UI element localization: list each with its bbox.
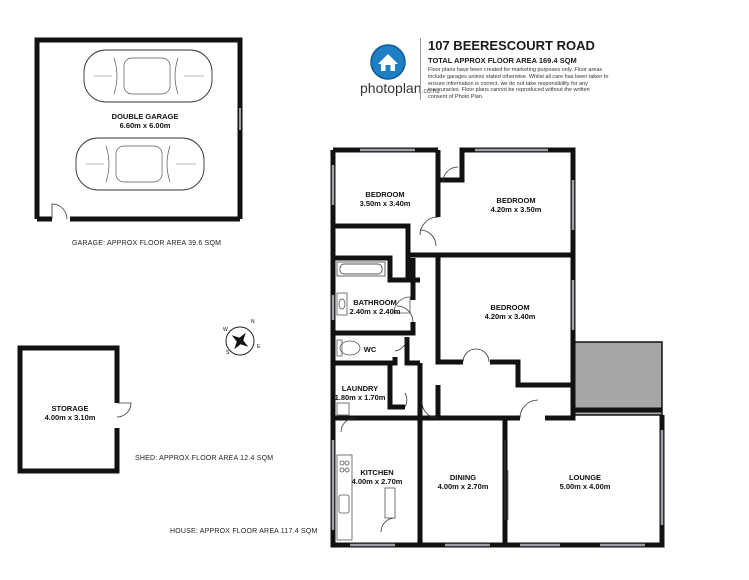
storage-label: STORAGE 4.00m x 3.10m xyxy=(30,404,110,422)
garage-door-swing xyxy=(51,203,68,220)
wc-label: WC xyxy=(358,345,382,354)
dining-name: DINING xyxy=(449,473,477,482)
dining-label: DINING 4.00m x 2.70m xyxy=(428,473,498,491)
compass-w: W xyxy=(223,327,228,333)
bathtub xyxy=(336,261,386,277)
compass-s: S xyxy=(226,350,230,356)
laundry-label: LAUNDRY 1.80m x 1.70m xyxy=(325,384,395,402)
compass-e: E xyxy=(257,344,261,350)
bathroom-size: 2.40m x 2.40m xyxy=(349,307,401,316)
bedroom3-label: BEDROOM 4.20m x 3.40m xyxy=(470,303,550,321)
house-windows xyxy=(331,148,664,547)
bedroom2-size: 4.20m x 3.50m xyxy=(490,205,542,214)
shaded-deck xyxy=(571,341,663,416)
kitchen-name: KITCHEN xyxy=(360,468,394,477)
brand: photoplan.co.nz xyxy=(360,80,440,96)
brand-name: photoplan xyxy=(360,80,422,96)
garage-name: DOUBLE GARAGE xyxy=(111,112,179,121)
header: photoplan.co.nz 107 BEERESCOURT ROAD TOT… xyxy=(360,38,740,101)
garage-area-note: GARAGE: APPROX FLOOR AREA 39.6 SQM xyxy=(72,240,222,247)
bathroom-name: BATHROOM xyxy=(353,298,397,307)
header-divider xyxy=(420,38,421,100)
shed-walls xyxy=(17,345,120,474)
bedroom1-name: BEDROOM xyxy=(365,190,405,199)
car-bottom-icon xyxy=(75,137,205,191)
garage-label: DOUBLE GARAGE 6.60m x 6.00m xyxy=(90,112,200,130)
laundry-tub xyxy=(336,402,350,416)
wc-name: WC xyxy=(363,345,377,354)
dining-size: 4.00m x 2.70m xyxy=(437,482,489,491)
compass-icon xyxy=(225,326,255,356)
laundry-size: 1.80m x 1.70m xyxy=(334,393,386,402)
lounge-size: 5.00m x 4.00m xyxy=(559,482,611,491)
garage-size: 6.60m x 6.00m xyxy=(119,121,171,130)
house-area-note: HOUSE: APPROX FLOOR AREA 117.4 SQM xyxy=(170,528,318,535)
kitchen-bench xyxy=(336,454,396,541)
compass-n: N xyxy=(251,319,255,325)
bedroom1-size: 3.50m x 3.40m xyxy=(359,199,411,208)
lounge-label: LOUNGE 5.00m x 4.00m xyxy=(548,473,622,491)
storage-size: 4.00m x 3.10m xyxy=(44,413,96,422)
car-top-icon xyxy=(83,49,213,103)
bedroom3-name: BEDROOM xyxy=(490,303,530,312)
shed-door-swing xyxy=(116,402,132,418)
photoplan-logo-icon xyxy=(370,44,406,80)
bedroom2-label: BEDROOM 4.20m x 3.50m xyxy=(476,196,556,214)
bathroom-label: BATHROOM 2.40m x 2.40m xyxy=(330,298,420,316)
bedroom1-label: BEDROOM 3.50m x 3.40m xyxy=(345,190,425,208)
vanity xyxy=(336,292,411,316)
toilet xyxy=(336,339,361,357)
bedroom2-name: BEDROOM xyxy=(496,196,536,205)
address-title: 107 BEERESCOURT ROAD xyxy=(428,38,595,53)
total-area: TOTAL APPROX FLOOR AREA 169.4 SQM xyxy=(428,56,577,65)
brand-domain: .co.nz xyxy=(421,88,441,95)
disclaimer: Floor plans have been created for market… xyxy=(428,67,609,101)
shed-area-note: SHED: APPROX FLOOR AREA 12.4 SQM xyxy=(135,455,274,462)
sliding-door xyxy=(504,440,509,520)
lounge-name: LOUNGE xyxy=(568,473,602,482)
kitchen-size: 4.00m x 2.70m xyxy=(351,477,403,486)
kitchen-label: KITCHEN 4.00m x 2.70m xyxy=(342,468,412,486)
laundry-name: LAUNDRY xyxy=(341,384,379,393)
bedroom3-size: 4.20m x 3.40m xyxy=(484,312,536,321)
storage-name: STORAGE xyxy=(51,404,89,413)
